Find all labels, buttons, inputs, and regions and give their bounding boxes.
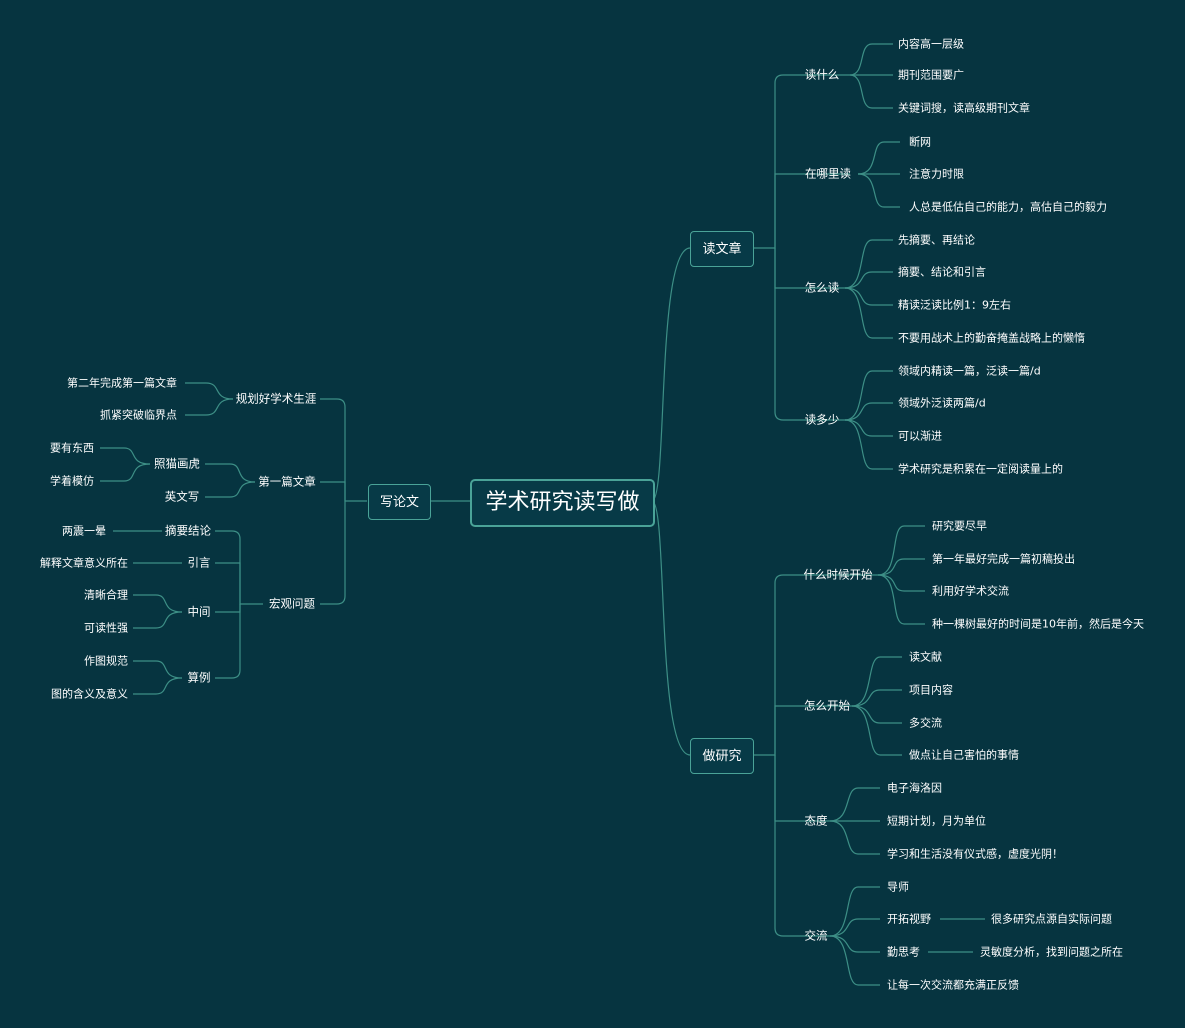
subtopic-when-to-start[interactable]: 什么时候开始 [803, 567, 873, 582]
leaf-item[interactable]: 让每一次交流都充满正反馈 [887, 978, 1019, 992]
topic-read-articles[interactable]: 读文章 [690, 231, 754, 267]
subtopic-career-plan[interactable]: 规划好学术生涯 [235, 391, 317, 406]
leaf-item[interactable]: 领域内精读一篇，泛读一篇/d [898, 364, 1041, 378]
leaf-item[interactable]: 导师 [887, 880, 909, 894]
topic-do-research[interactable]: 做研究 [690, 738, 754, 774]
subtopic-what-to-read[interactable]: 读什么 [804, 67, 840, 82]
leaf-item[interactable]: 种一棵树最好的时间是10年前，然后是今天 [932, 617, 1144, 631]
leaf-item[interactable]: 利用好学术交流 [932, 584, 1009, 598]
leaf-item[interactable]: 开拓视野 [887, 912, 931, 926]
subtopic-introduction[interactable]: 引言 [187, 555, 211, 570]
subtopic-english[interactable]: 英文写 [164, 489, 200, 504]
subtopic-how-to-start[interactable]: 怎么开始 [804, 698, 850, 713]
leaf-item[interactable]: 第一年最好完成一篇初稿投出 [932, 552, 1075, 566]
subtopic-communication[interactable]: 交流 [804, 928, 828, 943]
leaf-item-detail[interactable]: 灵敏度分析，找到问题之所在 [980, 945, 1123, 959]
leaf-item[interactable]: 人总是低估自己的能力，高估自己的毅力 [909, 200, 1107, 214]
leaf-item[interactable]: 做点让自己害怕的事情 [909, 748, 1019, 762]
subtopic-macro-issues[interactable]: 宏观问题 [269, 596, 315, 611]
leaf-item[interactable]: 第二年完成第一篇文章 [67, 376, 177, 390]
leaf-item[interactable]: 断网 [909, 135, 931, 149]
leaf-item[interactable]: 电子海洛因 [887, 781, 942, 795]
subtopic-where-to-read[interactable]: 在哪里读 [805, 166, 851, 181]
leaf-item[interactable]: 可读性强 [84, 621, 128, 635]
leaf-item[interactable]: 短期计划，月为单位 [887, 814, 986, 828]
leaf-item[interactable]: 多交流 [909, 716, 942, 730]
subtopic-how-to-read[interactable]: 怎么读 [804, 280, 840, 295]
subtopic-middle[interactable]: 中间 [187, 604, 211, 619]
leaf-item[interactable]: 学着模仿 [50, 474, 94, 488]
leaf-item[interactable]: 先摘要、再结论 [898, 233, 975, 247]
leaf-item[interactable]: 不要用战术上的勤奋掩盖战略上的懒惰 [898, 331, 1085, 345]
leaf-item[interactable]: 研究要尽早 [932, 519, 987, 533]
subtopic-abstract-conclusion[interactable]: 摘要结论 [165, 523, 211, 538]
subtopic-example[interactable]: 算例 [187, 670, 211, 685]
leaf-item[interactable]: 要有东西 [50, 441, 94, 455]
leaf-item[interactable]: 图的含义及意义 [51, 687, 128, 701]
topic-write-papers[interactable]: 写论文 [368, 484, 431, 520]
leaf-item[interactable]: 抓紧突破临界点 [100, 408, 177, 422]
leaf-item[interactable]: 期刊范围要广 [898, 68, 964, 82]
subtopic-first-paper[interactable]: 第一篇文章 [258, 474, 316, 489]
leaf-item[interactable]: 注意力时限 [909, 167, 964, 181]
leaf-item[interactable]: 内容高一层级 [898, 37, 964, 51]
root-topic[interactable]: 学术研究读写做 [470, 479, 655, 527]
leaf-item[interactable]: 项目内容 [909, 683, 953, 697]
subtopic-attitude[interactable]: 态度 [804, 813, 828, 828]
subtopic-imitate[interactable]: 照猫画虎 [154, 456, 200, 471]
leaf-item[interactable]: 作图规范 [84, 654, 128, 668]
leaf-item[interactable]: 学习和生活没有仪式感，虚度光阴！ [887, 847, 1063, 861]
leaf-item[interactable]: 清晰合理 [84, 588, 128, 602]
leaf-item[interactable]: 领域外泛读两篇/d [898, 396, 986, 410]
leaf-item[interactable]: 摘要、结论和引言 [898, 265, 986, 279]
leaf-item[interactable]: 精读泛读比例1：9左右 [898, 298, 1011, 312]
leaf-item[interactable]: 勤思考 [887, 945, 920, 959]
leaf-item[interactable]: 两震一晕 [62, 524, 106, 538]
leaf-item[interactable]: 读文献 [909, 650, 942, 664]
leaf-item[interactable]: 可以渐进 [898, 429, 942, 443]
leaf-item-detail[interactable]: 很多研究点源自实际问题 [991, 912, 1112, 926]
leaf-item[interactable]: 学术研究是积累在一定阅读量上的 [898, 462, 1063, 476]
leaf-item[interactable]: 解释文章意义所在 [40, 556, 128, 570]
leaf-item[interactable]: 关键词搜，读高级期刊文章 [898, 101, 1030, 115]
subtopic-how-much[interactable]: 读多少 [804, 412, 840, 427]
